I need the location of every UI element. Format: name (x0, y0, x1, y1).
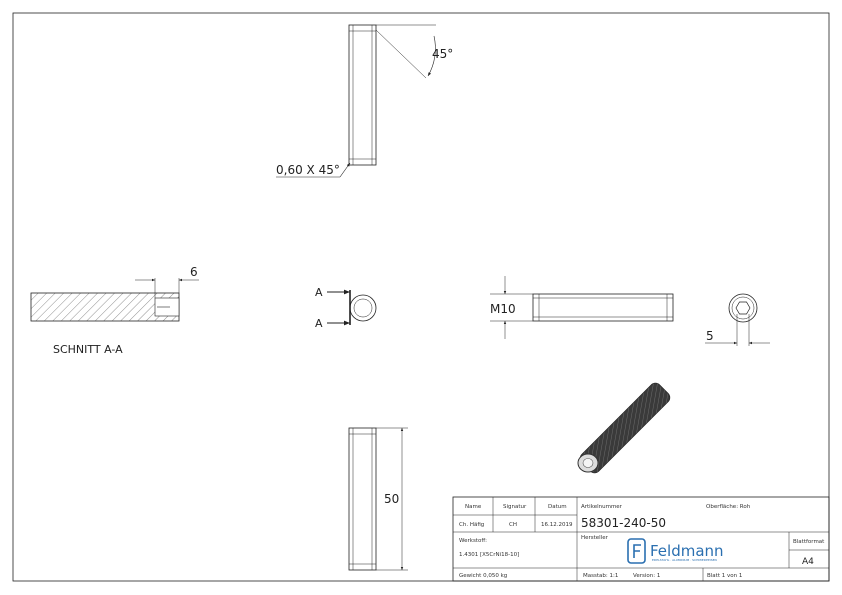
end-view-section-markers: A A (315, 286, 377, 330)
tb-blatt: Blatt 1 von 1 (707, 573, 742, 579)
section-offset-dim: 6 (190, 265, 198, 279)
tb-hersteller-label: Hersteller (581, 535, 609, 541)
length-dim: 50 (384, 492, 399, 506)
sheet-border (12, 12, 830, 582)
tb-value-signatur: CH (509, 522, 517, 528)
title-block: Name Signatur Datum Artikelnummer Oberfl… (452, 496, 830, 582)
top-view: 45° 0,60 X 45° (276, 24, 453, 178)
bottom-view: 50 (348, 427, 408, 571)
tb-header-artikelnummer: Artikelnummer (581, 504, 623, 510)
hex-socket-dim: 5 (706, 329, 714, 343)
tb-werkstoff-label: Werkstoff: (459, 538, 487, 544)
tb-blattformat-label: Blattformat (793, 539, 825, 545)
section-marker-bottom: A (315, 317, 323, 330)
thread-size-dim: M10 (490, 302, 516, 316)
section-title: SCHNITT A-A (53, 343, 123, 356)
tb-header-name: Name (465, 504, 482, 510)
tb-gewicht: Gewicht 0,050 kg (459, 573, 507, 579)
side-view: M10 (490, 276, 674, 339)
tb-value-name: Ch. Häfig (459, 522, 484, 528)
isometric-render (577, 382, 671, 474)
tb-value-datum: 16.12.2019 (541, 522, 573, 528)
tb-header-oberflaeche: Oberfläche: Roh (706, 504, 751, 510)
logo-subtext: EDELSTAHL · ALUMINIUM · SCHMIEDEEISEN (652, 558, 717, 562)
section-marker-top: A (315, 286, 323, 299)
tb-massstab: Masstab: 1:1 (583, 573, 618, 579)
section-view: 6 SCHNITT A-A (30, 265, 199, 356)
tb-werkstoff-value: 1.4301 [X5CrNi18-10] (459, 552, 519, 558)
tb-header-signatur: Signatur (503, 504, 527, 510)
hex-end-view: 5 (705, 293, 770, 346)
chamfer-spec-label: 0,60 X 45° (276, 163, 340, 177)
tb-version: Version: 1 (633, 573, 660, 579)
chamfer-angle-label: 45° (432, 47, 453, 61)
tb-value-artikelnummer: 58301-240-50 (581, 516, 666, 530)
logo-text: Feldmann (650, 542, 724, 560)
tb-header-datum: Datum (548, 504, 567, 510)
feldmann-logo: Feldmann EDELSTAHL · ALUMINIUM · SCHMIED… (627, 538, 724, 564)
tb-blattformat-value: A4 (802, 557, 814, 567)
